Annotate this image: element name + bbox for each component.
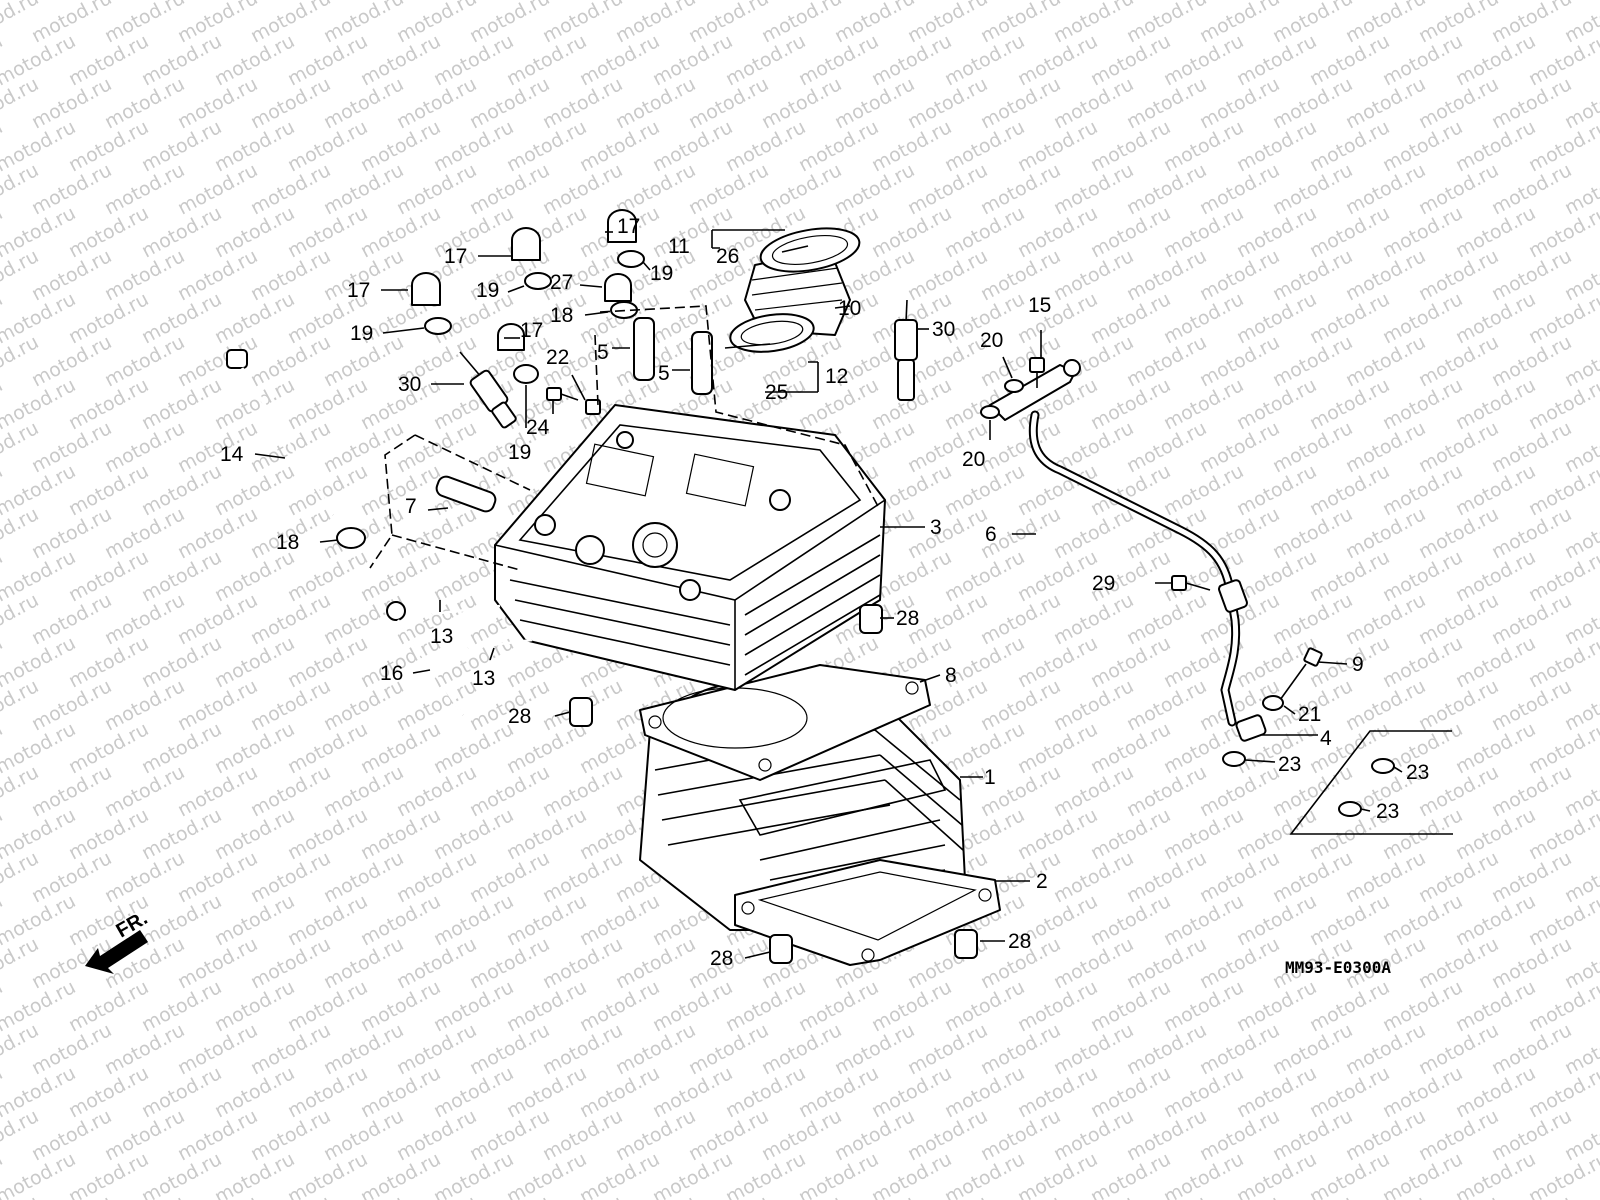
callout-c15: 15 [1028, 294, 1051, 317]
bolt-26-part [781, 245, 809, 253]
bolt-16-part [386, 601, 465, 716]
callout-c8: 8 [945, 664, 957, 687]
callout-c21: 21 [1298, 703, 1321, 726]
valve-guide-5a-part [633, 317, 655, 381]
callout-c20a: 20 [980, 329, 1003, 352]
clamp-band-upper-part [759, 227, 861, 273]
washer-20-lower-part [980, 405, 1000, 419]
washer-23-c-part [1338, 801, 1362, 817]
long-bolt-part [226, 349, 335, 516]
bolt-24-part [546, 387, 579, 401]
callout-c28d: 28 [1008, 930, 1031, 953]
clamp-band-lower-part [729, 313, 815, 353]
bolt-25-part [724, 343, 771, 349]
callout-c10: 10 [838, 297, 861, 320]
part-illustrations [85, 209, 1453, 974]
callout-c22: 22 [546, 346, 569, 369]
base-gasket-part [734, 859, 1001, 966]
dowel-pin-parts [569, 604, 978, 964]
callout-c5b: 5 [658, 362, 670, 385]
callout-c3: 3 [930, 516, 942, 539]
callout-c23c: 23 [1376, 800, 1399, 823]
callout-c12: 12 [825, 365, 848, 388]
cap-parts [411, 209, 637, 351]
callout-c19d: 19 [508, 441, 531, 464]
callout-c28a: 28 [896, 607, 919, 630]
callout-c11: 11 [668, 235, 690, 258]
callout-c18a: 18 [276, 531, 299, 554]
callout-c23b: 23 [1406, 761, 1429, 784]
washer-part [336, 527, 366, 549]
cylinder-head-part [494, 404, 886, 691]
valve-guide-7-part [435, 475, 497, 513]
bolt-9-part [1279, 647, 1323, 701]
valve-guide-5b-part [691, 331, 713, 395]
callout-c30a: 30 [398, 373, 421, 396]
washer-23-b-part [1371, 758, 1395, 774]
callout-c17a: 17 [347, 279, 370, 302]
leader-lines [254, 229, 1403, 959]
callout-c16: 16 [380, 662, 403, 685]
washer-23-a-part [1222, 751, 1246, 767]
stud-bolt-parts [431, 604, 533, 650]
callout-c19c: 19 [650, 262, 673, 285]
callout-c29: 29 [1092, 572, 1115, 595]
spark-plug-left-part [459, 351, 517, 429]
callout-c28b: 28 [508, 705, 531, 728]
callout-c13a: 13 [430, 625, 453, 648]
callout-c23a: 23 [1278, 753, 1301, 776]
callout-c19a: 19 [350, 322, 373, 345]
callout-c1: 1 [984, 766, 996, 789]
washer-inset-frame [1289, 730, 1453, 835]
callout-c13b: 13 [472, 667, 495, 690]
bolt-29-part [1171, 575, 1211, 591]
nut-22-part [585, 399, 601, 415]
callout-c6: 6 [985, 523, 997, 546]
spark-plug-right-part [894, 299, 918, 401]
callout-c26: 26 [716, 245, 739, 268]
callout-c7: 7 [405, 495, 417, 518]
washer-21-part [1262, 695, 1284, 711]
callout-c17b: 17 [444, 245, 467, 268]
sealing-washer-parts [424, 250, 645, 384]
callout-c9: 9 [1352, 653, 1364, 676]
oil-pipe-part [989, 359, 1267, 742]
washer-20-upper-part [1004, 379, 1024, 393]
callout-c19b: 19 [476, 279, 499, 302]
callout-c27: 27 [550, 271, 573, 294]
callout-c28c: 28 [710, 947, 733, 970]
callout-c17c: 17 [617, 215, 640, 238]
callout-c30b: 30 [932, 318, 955, 341]
front-arrow-icon [85, 930, 148, 974]
callout-c14: 14 [220, 443, 244, 466]
callout-c4: 4 [1320, 727, 1332, 750]
callout-c5a: 5 [597, 341, 609, 364]
callout-c24: 24 [526, 416, 550, 439]
callout-c18b: 18 [550, 304, 573, 327]
diagram-code: MM93-E0300A [1285, 958, 1391, 977]
callout-c25: 25 [765, 381, 788, 404]
callout-c17d: 17 [520, 319, 543, 342]
oil-pipe-bolt-15-part [1029, 357, 1045, 388]
callout-c20b: 20 [962, 448, 985, 471]
callout-c2: 2 [1036, 870, 1048, 893]
